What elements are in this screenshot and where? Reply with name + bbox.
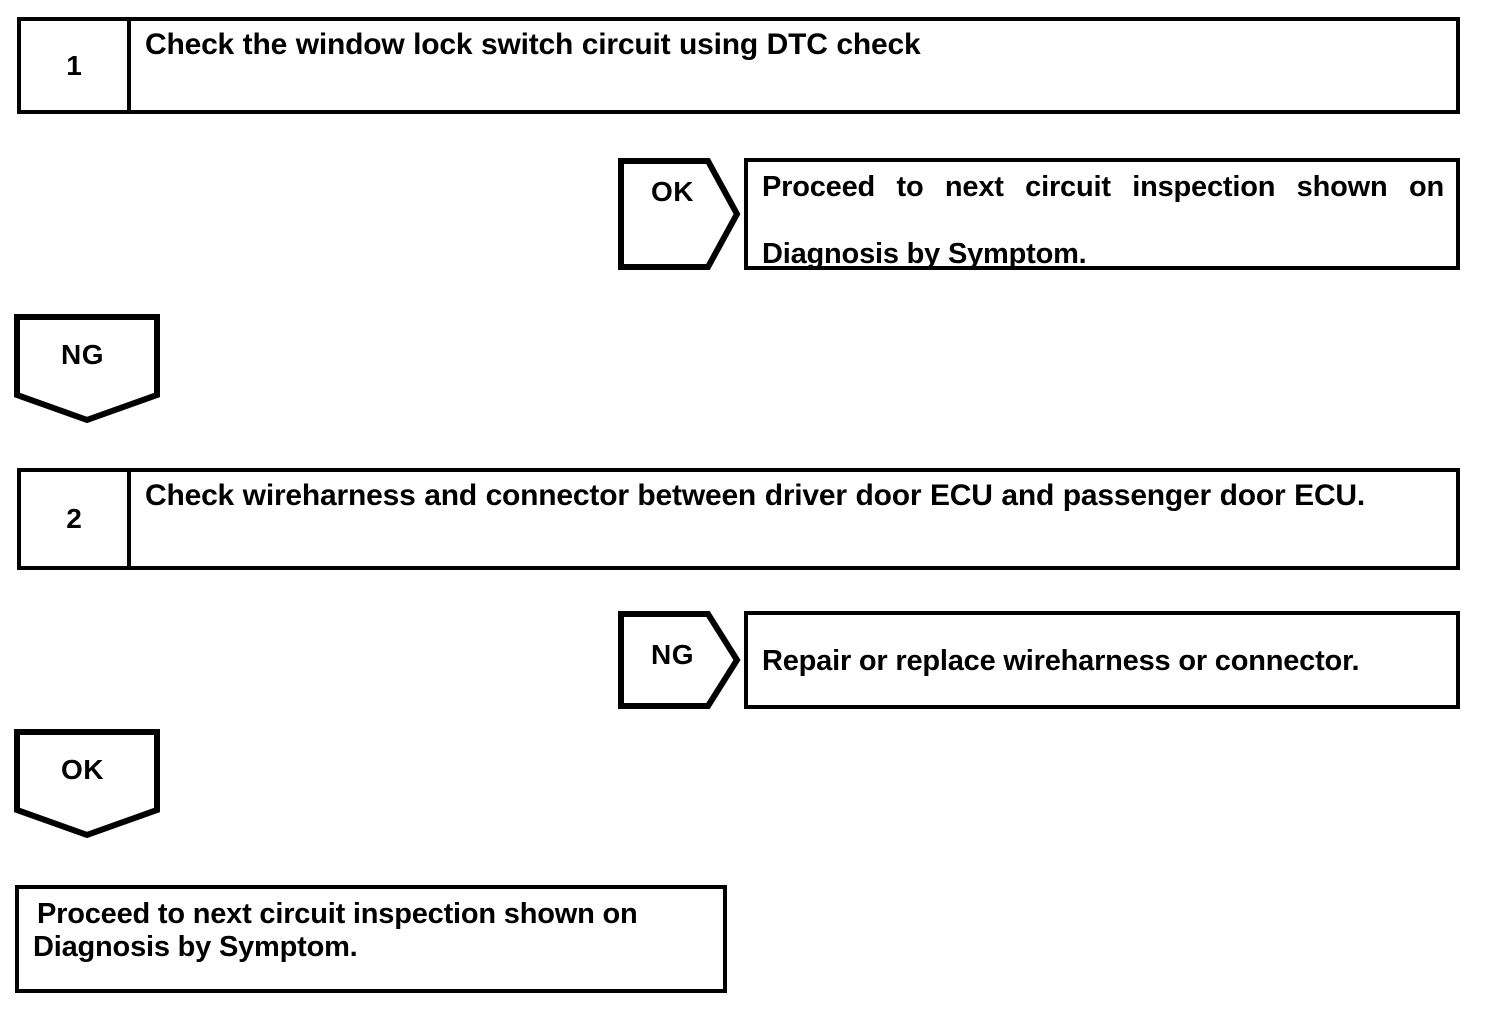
branch-tag-ng-2-label: NG [651, 639, 694, 670]
pentagon-down-icon [14, 314, 160, 424]
branch-tag-ng-1: NG [14, 314, 160, 424]
final-result-line-2: Diagnosis by Symptom. [33, 931, 358, 964]
result-box-ok-1: Proceed to next circuit inspection shown… [744, 158, 1460, 270]
branch-tag-ng-2: NG [618, 611, 741, 709]
branch-tag-ok-1: OK [618, 158, 741, 270]
result-box-ok-1-line-2: Diagnosis by Symptom. [762, 237, 1087, 270]
pentagon-right-icon [618, 611, 741, 709]
result-box-ng-2: Repair or replace wireharness or connect… [744, 611, 1460, 709]
step-text-2: Check wireharness and connector between … [145, 479, 1366, 512]
pentagon-down-icon [14, 729, 160, 839]
final-result-box: Proceed to next circuit inspection shown… [15, 885, 727, 993]
final-result-line-1: Proceed to next circuit inspection shown… [37, 898, 638, 930]
step-box-2: 2 Check wireharness and connector betwee… [17, 468, 1460, 570]
result-box-ok-1-line-1: Proceed to next circuit inspection shown… [762, 171, 1444, 203]
step-number-2: 2 [21, 472, 131, 566]
branch-tag-ok-1-label: OK [651, 176, 694, 207]
step-text-1: Check the window lock switch circuit usi… [145, 28, 921, 61]
branch-tag-ok-2: OK [14, 729, 160, 839]
step-box-1: 1 Check the window lock switch circuit u… [17, 17, 1460, 114]
result-box-ng-2-line-1: Repair or replace wireharness or connect… [762, 645, 1360, 677]
step-number-1: 1 [21, 21, 131, 110]
branch-tag-ng-1-label: NG [61, 339, 104, 370]
branch-tag-ok-2-label: OK [61, 754, 104, 785]
pentagon-right-icon [618, 158, 741, 270]
